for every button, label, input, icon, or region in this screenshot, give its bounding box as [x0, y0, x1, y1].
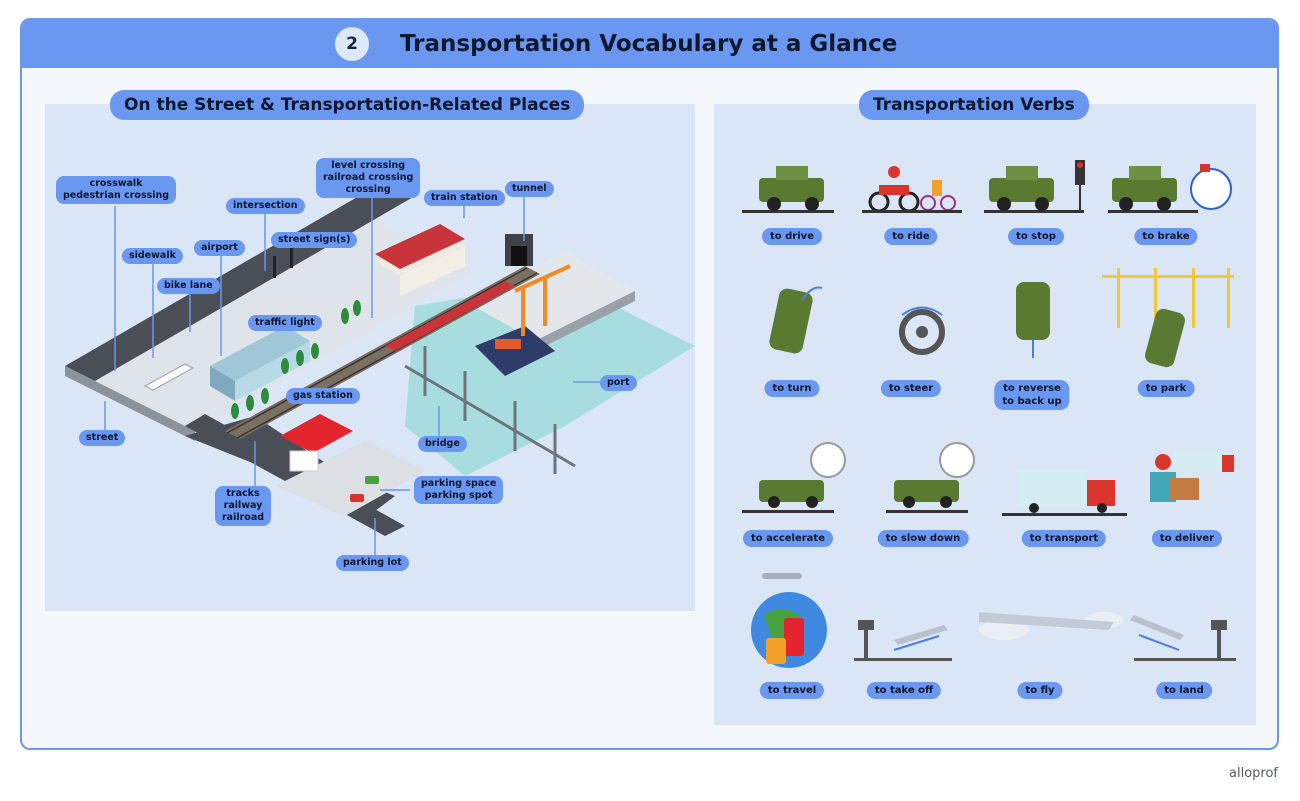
verb-label-drive: to drive	[762, 228, 822, 245]
green-car-icon	[365, 476, 379, 484]
cargo-ship-icon	[475, 326, 555, 376]
trees-icon	[231, 300, 361, 419]
car-speedometer-up-icon	[742, 442, 846, 513]
verb-label-park: to park	[1137, 380, 1195, 397]
train-icon	[385, 281, 515, 351]
verb-label-turn: to turn	[764, 380, 820, 397]
globe-luggage-icon	[751, 573, 827, 668]
verb-label-accelerate: to accelerate	[743, 530, 833, 547]
label-street-sign: street sign(s)	[271, 232, 358, 248]
parking-lot-area	[275, 441, 425, 516]
label-bike-lane: bike lane	[157, 278, 220, 294]
water-icon	[405, 281, 695, 476]
label-tunnel: tunnel	[505, 181, 554, 197]
label-gas-station: gas station	[286, 388, 360, 404]
verb-label-travel: to travel	[759, 682, 825, 699]
label-port: port	[600, 375, 637, 391]
car-driving-icon	[742, 166, 834, 213]
section-number: 2	[335, 27, 369, 61]
label-airport: airport	[194, 240, 245, 256]
verb-label-stop: to stop	[1008, 228, 1064, 245]
verb-label-land: to land	[1156, 682, 1212, 699]
label-parking-space: parking space parking spot	[414, 476, 504, 504]
label-traffic-light: traffic light	[248, 315, 322, 331]
car-parking-icon	[1102, 268, 1234, 368]
label-train-station: train station	[424, 190, 505, 206]
verb-label-take-off: to take off	[866, 682, 942, 699]
verb-label-brake: to brake	[1134, 228, 1198, 245]
verbs-illustrations	[742, 160, 1236, 668]
label-bridge: bridge	[418, 436, 467, 452]
label-street: street	[79, 430, 126, 446]
brand-logo: alloprof	[1229, 766, 1278, 781]
verb-label-reverse: to reverse to back up	[994, 380, 1070, 410]
port-crane-icon	[514, 264, 571, 336]
verb-label-transport: to transport	[1021, 530, 1107, 547]
car-turning-icon	[769, 286, 823, 354]
car-traffic-light-icon	[984, 160, 1085, 213]
header-bar: 2 Transportation Vocabulary at a Glance	[22, 20, 1277, 68]
truck-icon	[1002, 470, 1127, 516]
verb-label-slow-down: to slow down	[877, 530, 969, 547]
airplane-icon	[143, 363, 195, 391]
verb-label-deliver: to deliver	[1151, 530, 1223, 547]
car-reversing-icon	[1016, 282, 1050, 358]
bridge-icon	[404, 346, 576, 474]
label-level-crossing: level crossing railroad crossing crossin…	[316, 158, 421, 198]
plane-takeoff-icon	[854, 620, 952, 661]
label-pointers	[104, 196, 600, 556]
car-speedometer-down-icon	[886, 442, 975, 513]
label-crosswalk: crosswalk pedestrian crossing	[56, 176, 177, 204]
label-intersection: intersection	[226, 198, 305, 214]
verb-label-ride: to ride	[884, 228, 938, 245]
car-brake-pedal-icon	[1108, 164, 1232, 213]
label-sidewalk: sidewalk	[122, 248, 183, 264]
verb-label-steer: to steer	[880, 380, 942, 397]
plane-landing-icon	[1130, 615, 1236, 661]
traffic-light-icon	[273, 246, 293, 278]
delivery-person-icon	[1150, 452, 1234, 502]
label-parking-lot: parking lot	[336, 555, 409, 571]
red-car-icon	[350, 494, 364, 502]
page-title: Transportation Vocabulary at a Glance	[400, 31, 898, 57]
verbs-heading: Transportation Verbs	[859, 90, 1089, 120]
steering-wheel-icon	[899, 306, 945, 355]
airport-terminal	[210, 326, 310, 381]
plane-flying-icon	[979, 612, 1124, 640]
places-heading: On the Street & Transportation-Related P…	[110, 90, 585, 120]
label-tracks: tracks railway railroad	[215, 486, 272, 526]
verb-label-fly: to fly	[1017, 682, 1063, 699]
motorcycle-bicycle-icon	[862, 166, 962, 213]
port-pier	[465, 251, 635, 341]
gas-station-canopy	[280, 414, 353, 453]
